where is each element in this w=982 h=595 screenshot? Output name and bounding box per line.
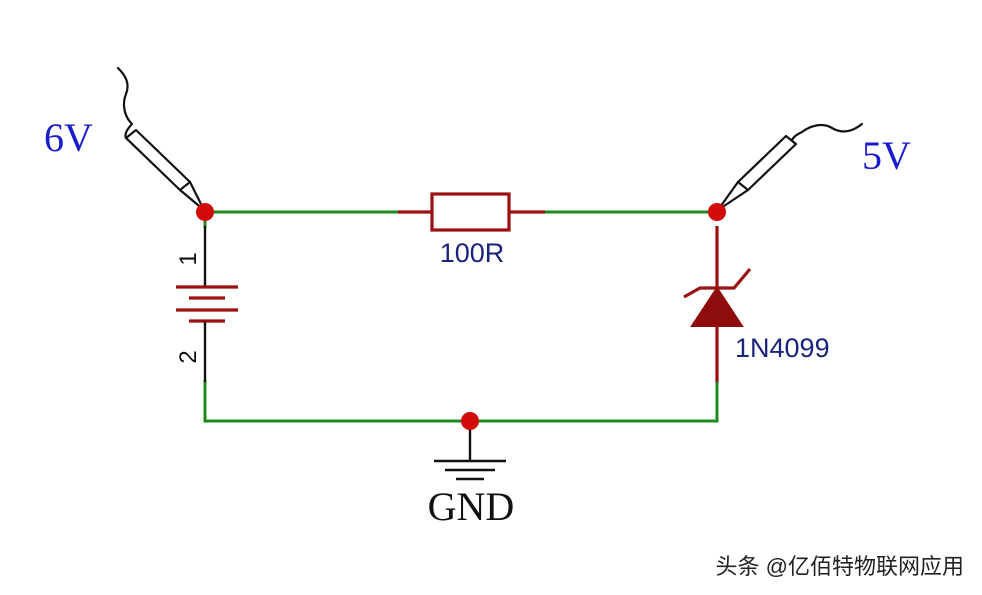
- right-probe-lead: [790, 122, 864, 142]
- zener-diode: [683, 226, 752, 382]
- battery-pin-1-label: 1: [175, 252, 202, 265]
- watermark-text: 头条 @亿佰特物联网应用: [716, 554, 964, 579]
- battery-pin-2-label: 2: [175, 350, 202, 363]
- junctions: [196, 203, 726, 430]
- zener-label: 1N4099: [735, 333, 830, 363]
- junction-top-left: [196, 203, 214, 221]
- left-probe-body: [124, 128, 192, 192]
- left-probe: [116, 66, 206, 212]
- junction-top-right: [708, 203, 726, 221]
- battery: [176, 226, 238, 382]
- resistor-body: [430, 192, 511, 232]
- junction-ground: [461, 412, 479, 430]
- resistor: [398, 192, 545, 232]
- ground-label: GND: [428, 484, 515, 529]
- right-probe-body: [736, 134, 798, 192]
- right-voltage-label: 5V: [862, 133, 911, 178]
- right-probe: [716, 122, 864, 212]
- left-probe-lead: [116, 66, 134, 140]
- zener-triangle: [690, 286, 744, 327]
- left-voltage-label: 6V: [44, 115, 93, 160]
- resistor-label: 100R: [440, 238, 505, 268]
- ground-symbol: [434, 421, 506, 481]
- zener-bar: [683, 267, 752, 299]
